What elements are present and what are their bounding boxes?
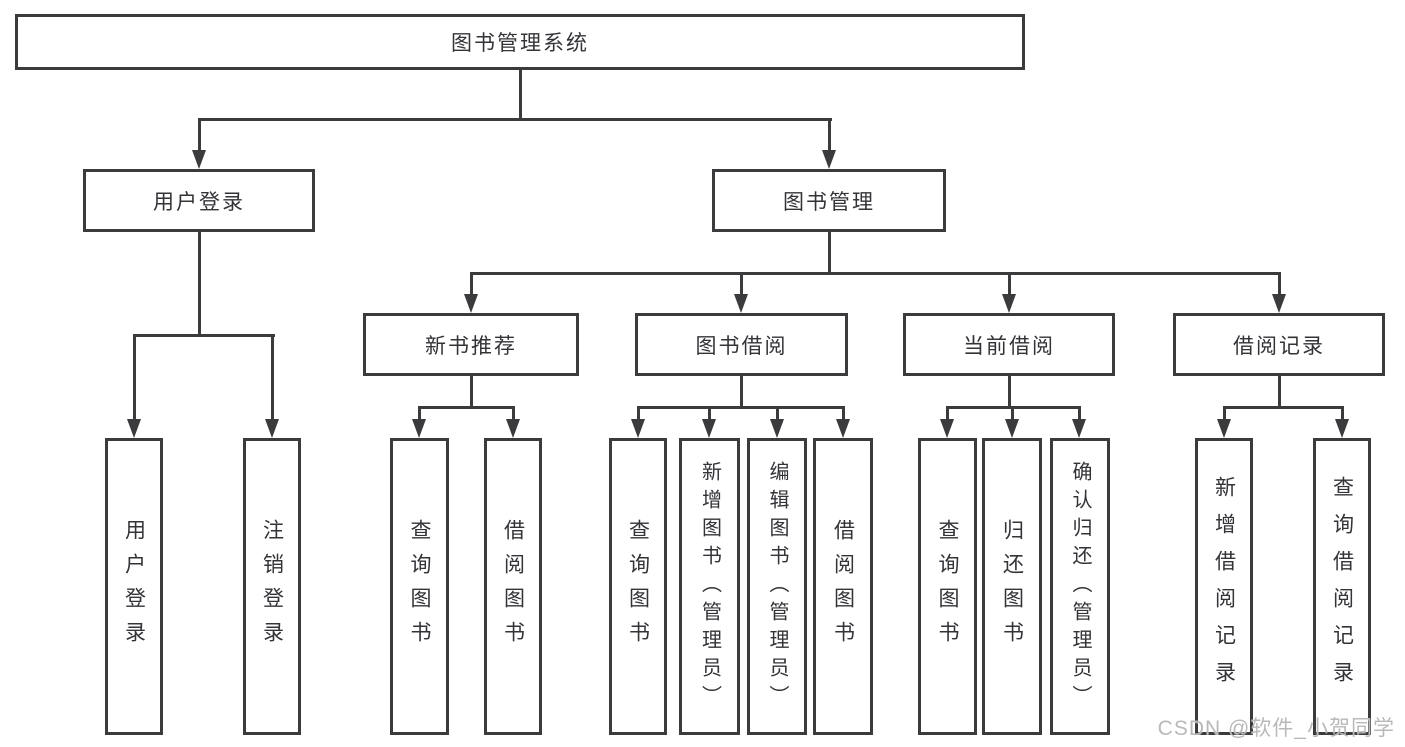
arrowhead-down — [1002, 294, 1016, 313]
arrowhead-down — [1072, 419, 1086, 438]
connector-stem — [198, 118, 201, 152]
connector-stem — [740, 376, 743, 408]
arrowhead-down — [412, 419, 426, 438]
connector-level3-branch — [470, 272, 1280, 275]
arrowhead-down — [192, 150, 206, 169]
arrowhead-down — [1217, 419, 1231, 438]
connector-stem — [828, 232, 831, 274]
arrowhead-down — [631, 419, 645, 438]
connector-level2-branch — [198, 118, 832, 121]
arrowhead-down — [770, 419, 784, 438]
leaf-add-borrow-record: 新增借阅记录 — [1195, 438, 1253, 735]
connector-stem — [271, 334, 274, 420]
leaf-label: 查询图书 — [626, 518, 650, 655]
leaf-label: 借阅图书 — [501, 518, 525, 655]
connector-stem — [708, 406, 711, 422]
connector-stem — [512, 406, 515, 422]
arrowhead-down — [734, 294, 748, 313]
connector-stem — [133, 334, 136, 420]
arrowhead-down — [506, 419, 520, 438]
leaf-add-books-admin: 新增图书（管理员） — [679, 438, 740, 735]
leaf-query-books: 查询图书 — [390, 438, 449, 735]
node-new-book-recommendation: 新书推荐 — [363, 313, 579, 376]
connector-branch — [1223, 406, 1343, 409]
leaf-query-borrow-record: 查询借阅记录 — [1313, 438, 1371, 735]
leaf-edit-books-admin: 编辑图书（管理员） — [747, 438, 807, 735]
arrowhead-down — [1335, 419, 1349, 438]
connector-stem — [740, 272, 743, 296]
connector-stem — [470, 376, 473, 408]
arrowhead-down — [1005, 419, 1019, 438]
connector-stem — [637, 406, 640, 422]
leaf-label: 查询图书 — [408, 518, 431, 655]
connector-stem — [1341, 406, 1344, 422]
connector-stem — [828, 118, 831, 152]
leaf-query-books: 查询图书 — [609, 438, 667, 735]
leaf-user-login: 用户登录 — [105, 438, 163, 735]
connector-stem — [470, 272, 473, 296]
node-user-login: 用户登录 — [83, 169, 315, 232]
connector-branch — [133, 334, 275, 337]
connector-stem — [946, 406, 949, 422]
node-current-borrowing: 当前借阅 — [903, 313, 1115, 376]
watermark-text: CSDN @软件_小贺同学 — [1157, 717, 1395, 740]
arrowhead-down — [822, 150, 836, 169]
connector-stem — [1078, 406, 1081, 422]
connector-stem — [418, 406, 421, 422]
connector-stem — [1278, 272, 1281, 296]
leaf-label: 借阅图书 — [831, 518, 855, 655]
node-borrowing-records: 借阅记录 — [1173, 313, 1385, 376]
connector-stem — [1223, 406, 1226, 422]
arrowhead-down — [127, 419, 141, 438]
arrowhead-down — [265, 419, 279, 438]
leaf-borrow-books: 借阅图书 — [813, 438, 873, 735]
leaf-label: 新增借阅记录 — [1212, 475, 1236, 698]
connector-stem — [842, 406, 845, 422]
connector-stem — [1278, 376, 1281, 408]
arrowhead-down — [836, 419, 850, 438]
connector-stem — [1011, 406, 1014, 422]
connector-stem — [1008, 376, 1011, 408]
leaf-borrow-books: 借阅图书 — [484, 438, 542, 735]
connector-stem — [1008, 272, 1011, 296]
connector-stem — [776, 406, 779, 422]
leaf-query-books: 查询图书 — [918, 438, 977, 735]
leaf-label: 查询借阅记录 — [1330, 475, 1354, 698]
connector-branch — [418, 406, 515, 409]
leaf-confirm-return-admin: 确认归还（管理员） — [1050, 438, 1110, 735]
leaf-label: 新增图书（管理员） — [698, 460, 721, 713]
connector-branch — [637, 406, 844, 409]
node-root: 图书管理系统 — [15, 14, 1025, 70]
arrowhead-down — [702, 419, 716, 438]
leaf-return-books: 归还图书 — [982, 438, 1042, 735]
arrowhead-down — [1272, 294, 1286, 313]
leaf-label: 注销登录 — [260, 518, 284, 655]
leaf-label: 确认归还（管理员） — [1069, 460, 1091, 713]
node-book-borrowing: 图书借阅 — [635, 313, 848, 376]
leaf-label: 查询图书 — [936, 518, 959, 655]
leaf-label: 用户登录 — [122, 518, 146, 655]
node-book-management: 图书管理 — [712, 169, 946, 232]
connector-stem — [198, 232, 201, 336]
leaf-logout-login: 注销登录 — [243, 438, 301, 735]
arrowhead-down — [940, 419, 954, 438]
arrowhead-down — [464, 294, 478, 313]
leaf-label: 归还图书 — [1000, 518, 1024, 655]
leaf-label: 编辑图书（管理员） — [766, 460, 788, 713]
connector-root-stem — [519, 69, 522, 120]
